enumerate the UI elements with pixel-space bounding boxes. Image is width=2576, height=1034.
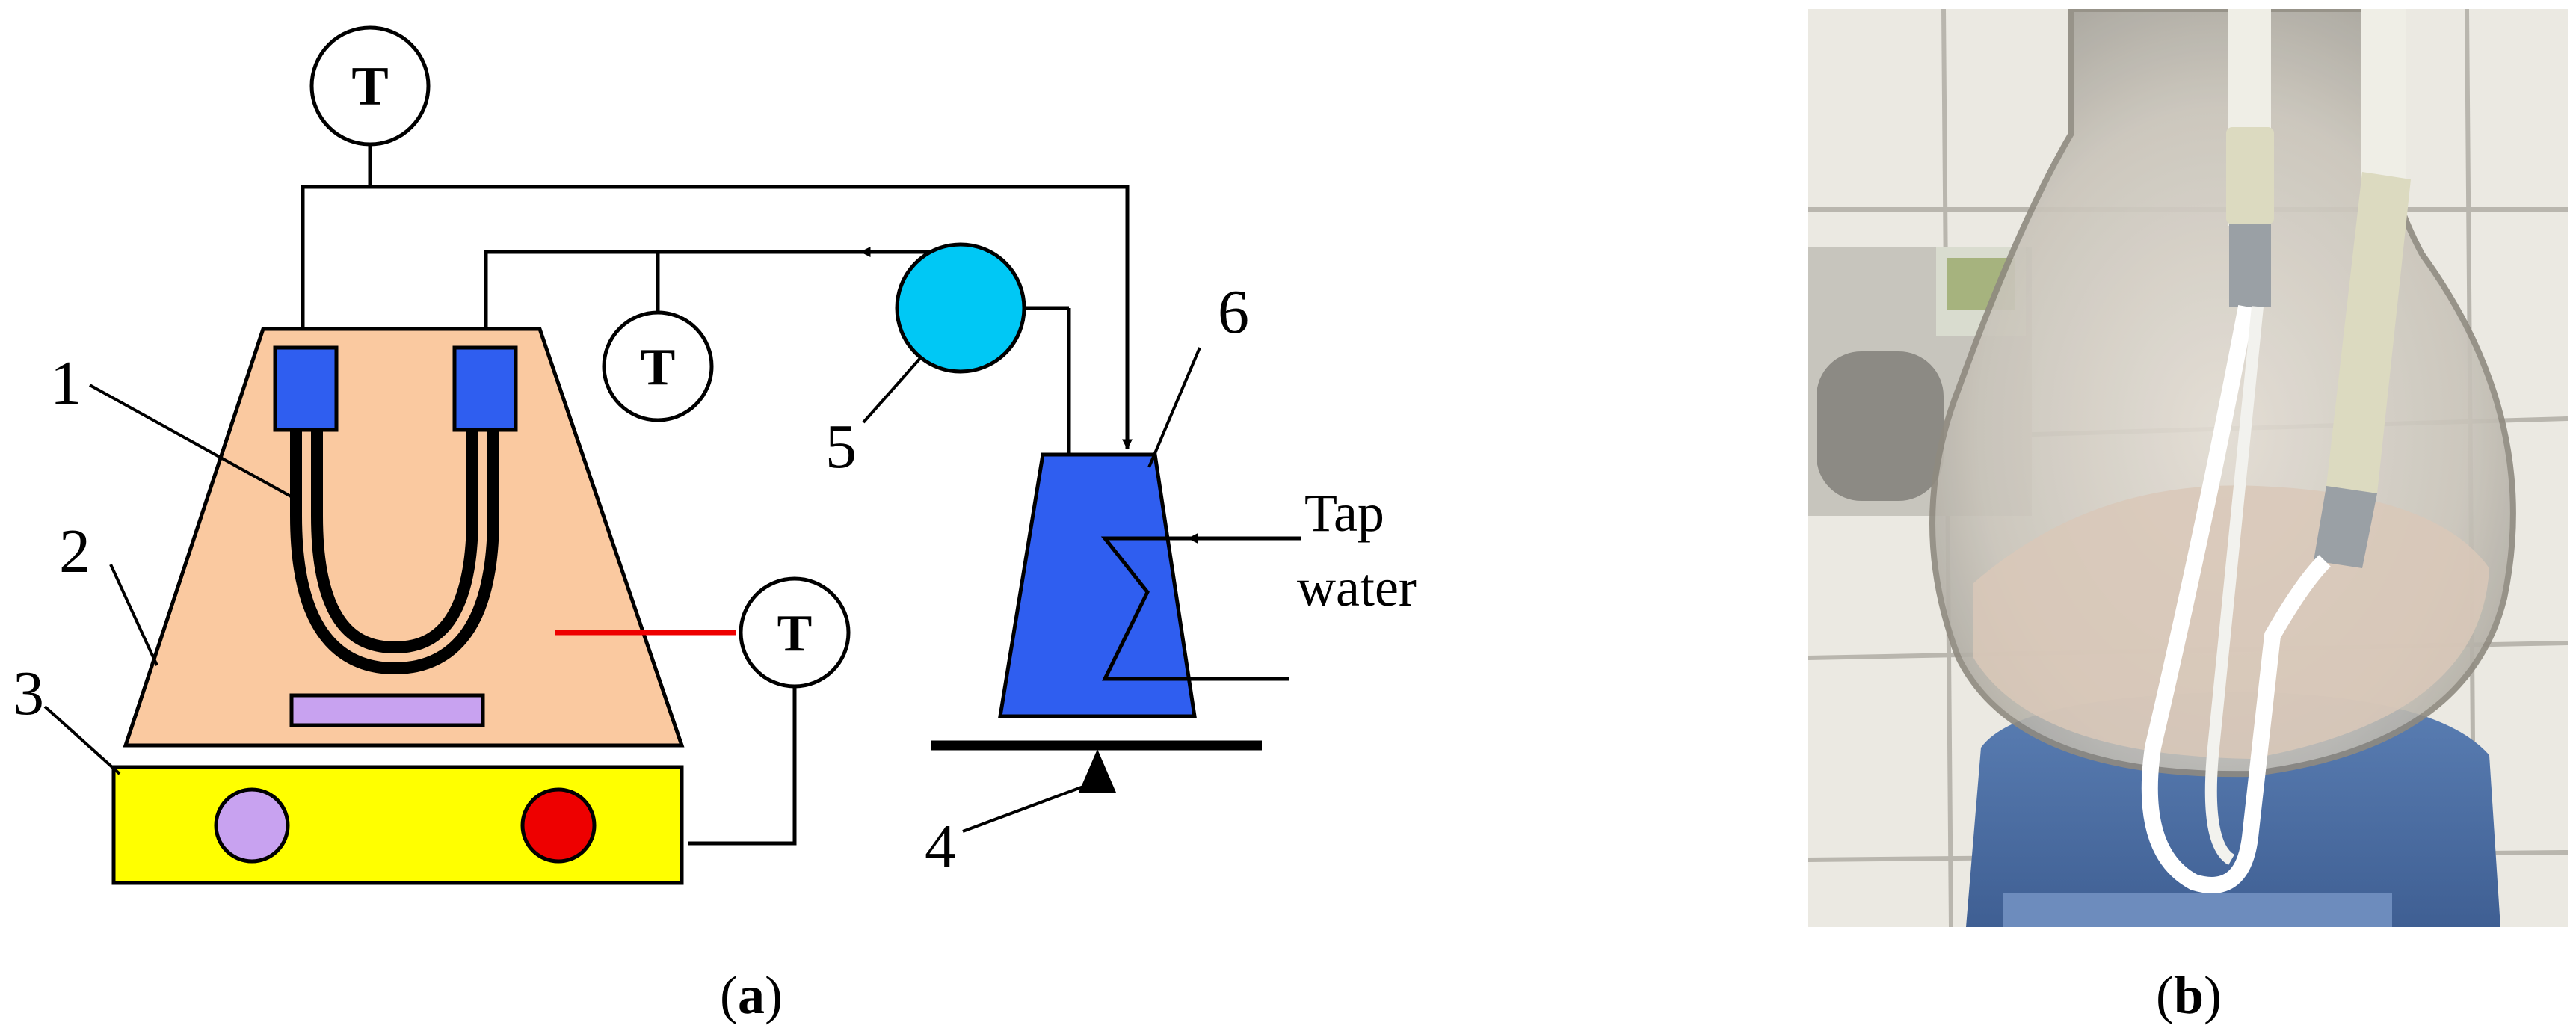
sensor-label: T bbox=[777, 605, 813, 662]
tap-water-label-line1: Tap bbox=[1304, 483, 1384, 543]
cooling-tank bbox=[998, 452, 1301, 718]
tap-water-label-line2: water bbox=[1297, 558, 1417, 618]
temperature-sensor-top: T bbox=[309, 25, 431, 147]
knob-left bbox=[214, 787, 290, 864]
label-2: 2 bbox=[59, 517, 90, 586]
magnetic-hotplate bbox=[111, 765, 684, 885]
caption-a: (a) bbox=[720, 965, 783, 1025]
caption-b: (b) bbox=[2156, 965, 2222, 1025]
pump bbox=[895, 242, 1026, 374]
temperature-sensor-return: T bbox=[602, 310, 714, 422]
leader-lines bbox=[43, 347, 1201, 833]
sensor-label: T bbox=[351, 56, 388, 117]
temperature-sensor-vessel: T bbox=[739, 576, 851, 689]
label-6: 6 bbox=[1218, 277, 1249, 347]
knob-right bbox=[520, 787, 597, 864]
balance bbox=[931, 740, 1262, 793]
label-4: 4 bbox=[925, 812, 956, 881]
coupling-right bbox=[452, 345, 518, 432]
u-tube-heat-exchanger bbox=[273, 345, 518, 675]
vessel bbox=[123, 327, 685, 748]
label-5: 5 bbox=[825, 412, 857, 481]
label-1: 1 bbox=[50, 348, 81, 418]
label-3: 3 bbox=[13, 659, 44, 728]
panel-a-schematic: T T T bbox=[13, 25, 1417, 1025]
cooling-coil bbox=[1100, 536, 1301, 681]
panel-b-photo: (b) bbox=[1808, 9, 2568, 1025]
sensor-label: T bbox=[641, 339, 676, 396]
coupling-left bbox=[273, 345, 339, 432]
stir-bar bbox=[289, 693, 485, 727]
